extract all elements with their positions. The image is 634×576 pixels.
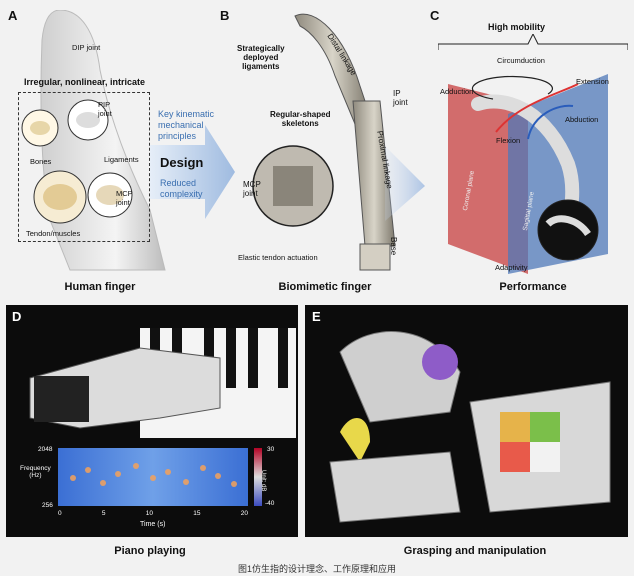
bones-label: Bones (30, 157, 52, 166)
ligaments-label: Ligaments (104, 155, 139, 164)
performance-illustration (438, 34, 628, 274)
panel-e-letter: E (312, 309, 321, 324)
circumduction-label: Circumduction (497, 56, 545, 65)
design-text: Design (160, 155, 204, 170)
panel-b-caption: Biomimetic finger (278, 281, 372, 293)
xtick-15: 15 (193, 510, 201, 517)
dip-joint-label: DIP joint (72, 43, 101, 52)
panel-e-caption: Grasping and manipulation (403, 545, 547, 557)
xtick-10: 10 (145, 510, 153, 517)
extension-label: Extension (576, 77, 609, 86)
reduced-complexity-text: Reduced complexity (160, 178, 203, 199)
strategic-ligaments-label: Strategically deployed ligaments (237, 44, 285, 72)
elastic-tendon-label: Elastic tendon actuation (238, 253, 318, 262)
key-principles-text: Key kinematic mechanical principles (158, 109, 215, 141)
design-arrow-icon (150, 125, 235, 219)
mcp-joint-label: MCP joint (116, 189, 133, 207)
colorbar-top: 30 (267, 446, 275, 453)
high-mobility-label: High mobility (488, 22, 545, 32)
spectrogram-xlabel: Time (s) (140, 521, 166, 528)
panel-b-letter: B (220, 8, 230, 23)
regular-skeletons-label: Regular-shaped skeletons (270, 110, 331, 129)
flexion-label: Flexion (496, 136, 521, 145)
adduction-label: Adduction (440, 87, 474, 96)
panel-c-letter: C (430, 8, 440, 23)
adaptivity-label: Adaptivity (495, 263, 528, 272)
spectrogram-chart (58, 448, 262, 506)
xtick-0: 0 (58, 510, 62, 517)
panel-d-caption: Piano playing (114, 545, 186, 557)
colorbar-unit: Unit: dB (260, 470, 266, 492)
anatomy-box (18, 92, 150, 242)
abduction-label: Abduction (565, 115, 599, 124)
ytick-top: 2048 (38, 446, 53, 453)
ip-joint-label: IP joint (393, 89, 408, 108)
panel-d-letter: D (12, 309, 22, 324)
ytick-bottom: 256 (42, 502, 53, 509)
pip-joint-label: PIP joint (98, 100, 112, 118)
xtick-20: 20 (240, 510, 248, 517)
mcp-joint-label-b: MCP joint (243, 180, 261, 199)
spectrogram-xticks: 0 5 10 15 20 (58, 510, 248, 517)
panel-c-caption: Performance (499, 281, 567, 293)
spectrogram-ylabel: Frequency (Hz) (20, 465, 51, 480)
grasping-illustration (329, 331, 611, 523)
figure-caption: 图1仿生指的设计理念、工作原理和应用 (237, 564, 396, 574)
panel-a-letter: A (8, 8, 18, 23)
xtick-5: 5 (101, 510, 106, 517)
anatomy-circles (21, 99, 133, 224)
biomimetic-finger-illustration (252, 13, 425, 271)
piano-hand-illustration (29, 328, 296, 438)
base-label: Base (389, 237, 398, 256)
tendon-label: Tendon/muscles (26, 229, 81, 238)
colorbar-bottom: -40 (265, 500, 275, 507)
panel-a-caption: Human finger (64, 281, 136, 293)
irregular-header: Irregular, nonlinear, intricate (24, 77, 146, 87)
